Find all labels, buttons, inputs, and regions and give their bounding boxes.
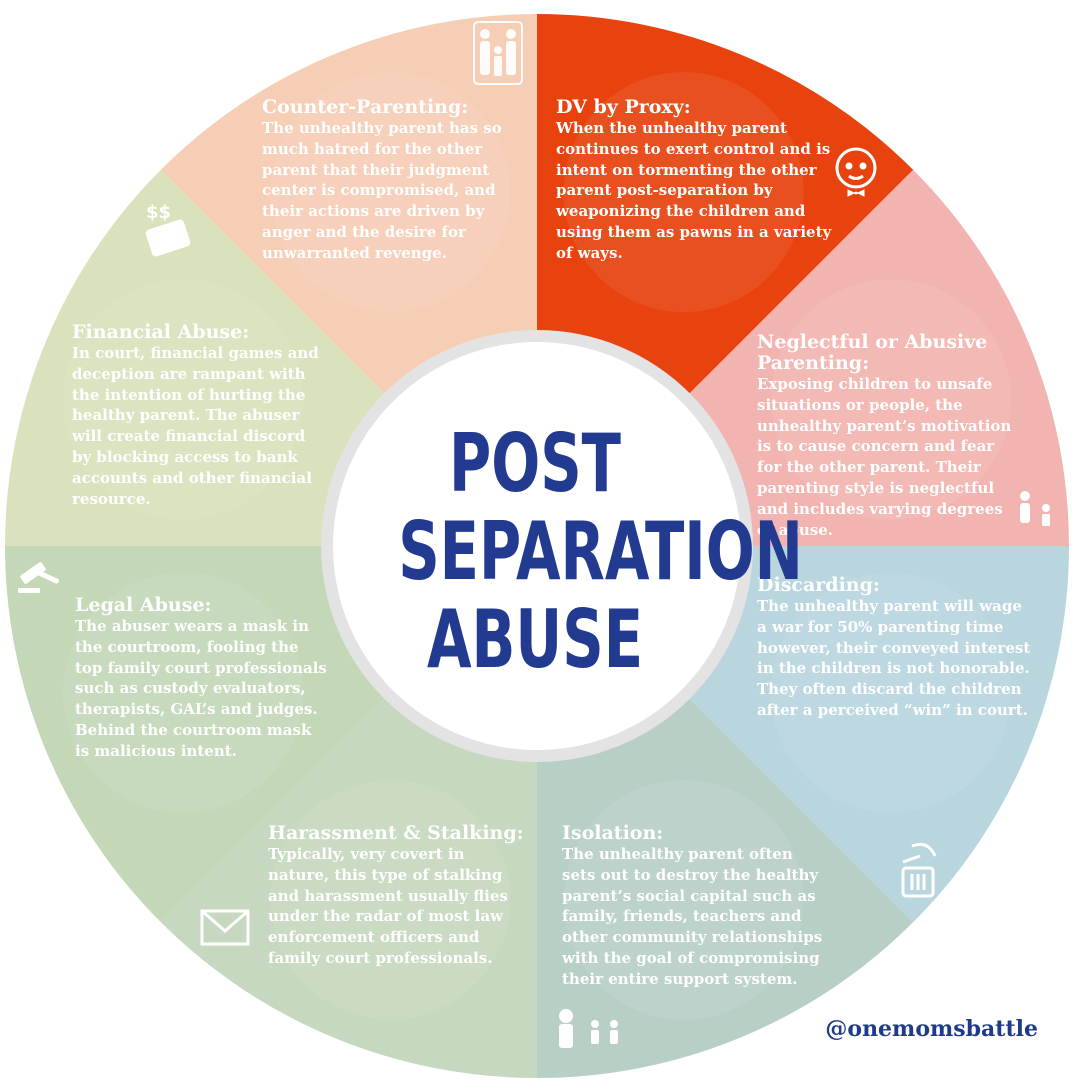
segment-title: Financial Abuse: xyxy=(72,321,250,343)
segment-sheen xyxy=(63,572,304,813)
segment-counter-parenting: Counter-Parenting: The unhealthy parent … xyxy=(262,97,520,264)
segment-title: Counter-Parenting: xyxy=(262,96,469,118)
segment-body: The abuser wears a mask in the courtroom… xyxy=(75,617,327,760)
segment-body: Exposing children to unsafe situations o… xyxy=(757,375,1012,539)
center-title: POST SEPARATION ABUSE xyxy=(398,417,803,686)
segment-sheen xyxy=(770,572,1011,813)
segment-body: When the unhealthy parent continues to e… xyxy=(556,119,832,262)
center-title-line2: SEPARATION xyxy=(398,505,803,598)
segment-title: Isolation: xyxy=(562,822,664,844)
segment-isolation: Isolation: The unhealthy parent often se… xyxy=(562,823,827,990)
segment-body: The unhealthy parent often sets out to d… xyxy=(562,845,823,988)
segment-sheen xyxy=(563,779,804,1020)
segment-title: Neglectful or Abusive Parenting: xyxy=(757,331,988,374)
segment-title: Harassment & Stalking: xyxy=(268,822,524,844)
trash-icon xyxy=(901,842,937,898)
wheel-segment-discarding xyxy=(685,546,1069,923)
family-icon xyxy=(473,21,523,85)
segment-sheen xyxy=(563,72,804,313)
wheel-segment-harassment xyxy=(160,694,537,1078)
parent-child-icon xyxy=(1020,491,1050,526)
center-disc xyxy=(333,342,741,750)
wheel-segment-dv_by_proxy xyxy=(537,14,914,398)
center-title-line3: ABUSE xyxy=(426,593,644,686)
segment-body: In court, financial games and deception … xyxy=(72,344,319,508)
segment-harassment-stalking: Harassment & Stalking: Typically, very c… xyxy=(268,823,530,969)
segment-discarding: Discarding: The unhealthy parent will wa… xyxy=(757,575,1032,721)
segment-body: Typically, very covert in nature, this t… xyxy=(268,845,508,967)
segment-financial-abuse: Financial Abuse: In court, financial gam… xyxy=(72,322,322,509)
wheel-segment-financial xyxy=(5,169,389,546)
gavel-icon xyxy=(18,562,59,593)
money-card-icon: $$ xyxy=(145,202,191,257)
wheel-segment-isolation xyxy=(537,694,914,1078)
segment-dv-by-proxy: DV by Proxy: When the unhealthy parent c… xyxy=(556,97,846,264)
segment-legal-abuse: Legal Abuse: The abuser wears a mask in … xyxy=(75,595,327,762)
envelope-icon xyxy=(200,909,250,946)
segment-sheen xyxy=(770,279,1011,520)
svg-text:$$: $$ xyxy=(146,202,171,223)
baby-icon xyxy=(835,147,877,197)
wheel-segment-legal xyxy=(5,546,389,923)
social-handle: @onemomsbattle xyxy=(825,1016,1038,1042)
segment-title: Legal Abuse: xyxy=(75,594,212,616)
segment-sheen xyxy=(270,72,511,313)
segment-body: The unhealthy parent has so much hatred … xyxy=(262,119,502,262)
wheel-segment-counter xyxy=(160,14,537,398)
segment-sheen xyxy=(270,779,511,1020)
segment-title: DV by Proxy: xyxy=(556,96,691,118)
segment-body: The unhealthy parent will wage a war for… xyxy=(757,597,1031,719)
center-title-line1: POST xyxy=(449,417,621,510)
segment-title: Discarding: xyxy=(757,574,880,596)
isolated-person-icon xyxy=(559,1009,618,1048)
segment-neglectful-parenting: Neglectful or Abusive Parenting: Exposin… xyxy=(757,332,1012,540)
segment-sheen xyxy=(63,279,304,520)
wheel-segment-neglectful xyxy=(685,169,1069,546)
